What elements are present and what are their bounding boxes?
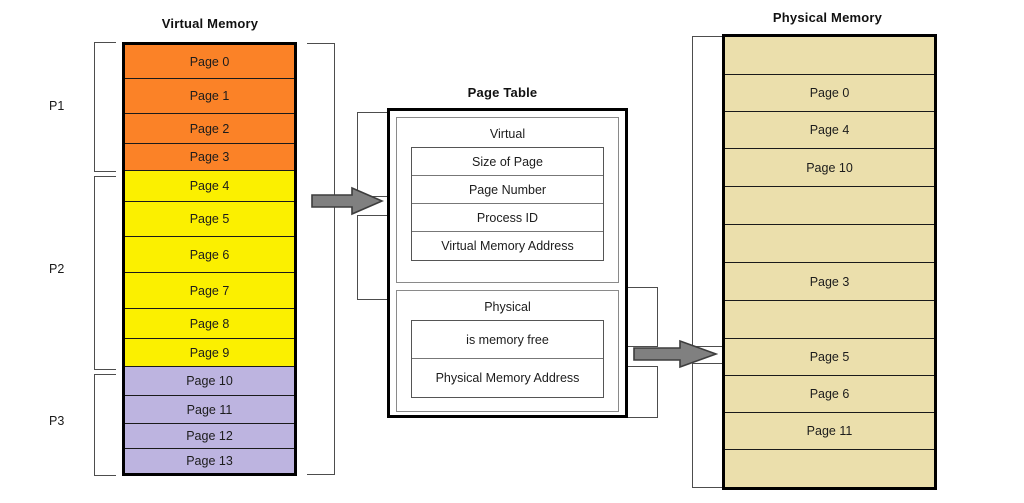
virtual-memory-row: Page 0 [125, 45, 294, 79]
physical-memory-row [725, 225, 934, 263]
field-size-of-page: Size of Page [412, 148, 603, 176]
page-table-virtual-fields: Size of Page Page Number Process ID Virt… [411, 147, 604, 261]
page-table-section-physical: Physical is memory free Physical Memory … [396, 290, 619, 412]
page-table-section-virtual-title: Virtual [489, 127, 526, 141]
virtual-memory-row-label: Page 3 [189, 150, 230, 164]
virtual-memory-row: Page 2 [125, 114, 294, 144]
process-label-p2: P2 [49, 262, 65, 276]
physical-memory-row-label: Page 4 [809, 123, 850, 137]
page-table-physical-fields: is memory free Physical Memory Address [411, 320, 604, 398]
physical-memory-row [725, 301, 934, 339]
virtual-memory-row: Page 3 [125, 144, 294, 171]
physical-memory-row-label: Page 0 [809, 86, 850, 100]
virtual-memory-row-label: Page 1 [189, 89, 230, 103]
page-table-physical-connector [357, 215, 387, 300]
page-table-section-virtual: Virtual Size of Page Page Number Process… [396, 117, 619, 283]
process-label-p1: P1 [49, 99, 65, 113]
page-table-output-connector-lower [628, 366, 658, 418]
physical-memory-row: Page 4 [725, 112, 934, 149]
virtual-memory-row-label: Page 8 [189, 316, 230, 331]
field-page-number: Page Number [412, 176, 603, 204]
process-bracket-p2 [94, 176, 116, 370]
physical-memory-row [725, 450, 934, 487]
virtual-memory-row-label: Page 2 [189, 121, 230, 136]
virtual-memory-row-label: Page 0 [189, 54, 230, 69]
page-table-title: Page Table [467, 85, 538, 100]
virtual-memory-row: Page 5 [125, 202, 294, 237]
physical-memory-row-label: Page 3 [809, 274, 850, 289]
physical-memory-row: Page 10 [725, 149, 934, 187]
virtual-memory-outer-connector [307, 43, 335, 475]
field-process-id: Process ID [412, 204, 603, 232]
virtual-memory-row: Page 7 [125, 273, 294, 309]
physical-memory-connector-lower [692, 363, 722, 488]
process-bracket-p1 [94, 42, 116, 172]
physical-memory-row: Page 5 [725, 339, 934, 376]
field-is-memory-free: is memory free [412, 321, 603, 359]
physical-memory-column: Page 0 Page 4 Page 10 Page 3 Page 5 Page 6 Pag… [722, 34, 937, 490]
page-table-output-connector [628, 287, 658, 347]
physical-memory-row: Page 0 [725, 75, 934, 112]
page-table-section-physical-title: Physical [484, 300, 531, 314]
field-virtual-memory-address: Virtual Memory Address [441, 239, 574, 253]
virtual-memory-row: Page 1 [125, 79, 294, 114]
virtual-memory-row: Page 12 [125, 424, 294, 449]
virtual-memory-row: Page 11 [125, 396, 294, 424]
physical-memory-row [725, 37, 934, 75]
virtual-memory-row: Page 9 [125, 339, 294, 367]
virtual-memory-row-label: Page 4 [189, 179, 230, 193]
physical-memory-row: Page 11 [725, 413, 934, 450]
virtual-memory-column: Page 0 Page 1 Page 2 Page 3 Page 4 Page 5 Page… [122, 42, 297, 476]
field-physical-memory-address: Physical Memory Address [435, 371, 580, 385]
physical-memory-row-label: Page 11 [806, 424, 853, 438]
virtual-memory-row-label: Page 7 [189, 283, 230, 298]
virtual-memory-row: Page 6 [125, 237, 294, 273]
physical-memory-title: Physical Memory [772, 10, 883, 25]
page-table-box: Virtual Size of Page Page Number Process… [387, 108, 628, 418]
virtual-memory-row-label: Page 13 [186, 454, 233, 468]
physical-memory-connector-upper [692, 36, 722, 347]
virtual-memory-row-label: Page 9 [189, 345, 230, 360]
virtual-memory-row-label: Page 11 [186, 402, 233, 417]
physical-memory-row [725, 187, 934, 225]
virtual-memory-row-label: Page 12 [186, 429, 233, 443]
virtual-memory-row: Page 4 [125, 171, 294, 202]
virtual-memory-row-label: Page 10 [186, 374, 233, 388]
virtual-memory-row: Page 13 [125, 449, 294, 473]
arrow-page-table-to-physical [632, 337, 719, 376]
physical-memory-row-label: Page 5 [809, 350, 850, 364]
physical-memory-row: Page 6 [725, 376, 934, 413]
physical-memory-row-label: Page 10 [806, 160, 853, 175]
physical-memory-row-label: Page 6 [809, 387, 850, 401]
physical-memory-row: Page 3 [725, 263, 934, 301]
virtual-memory-title: Virtual Memory [161, 16, 259, 31]
virtual-memory-row-label: Page 6 [189, 247, 230, 262]
virtual-memory-row: Page 8 [125, 309, 294, 339]
process-bracket-p3 [94, 374, 116, 476]
arrow-virtual-to-page-table [310, 184, 385, 223]
virtual-memory-row-label: Page 5 [189, 212, 230, 226]
process-label-p3: P3 [49, 414, 65, 428]
virtual-memory-row: Page 10 [125, 367, 294, 396]
